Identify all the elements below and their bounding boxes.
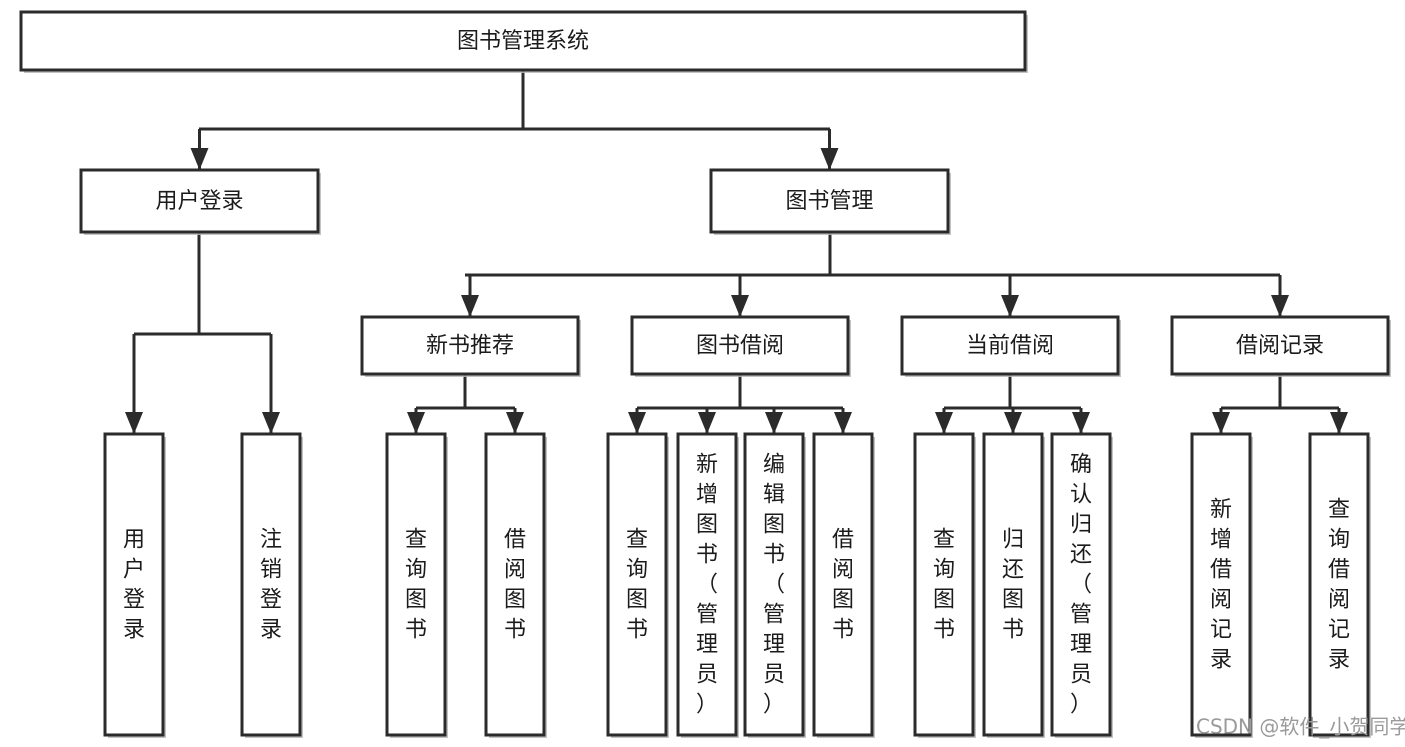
- node-rect: [630, 315, 850, 376]
- connector-layer: [125, 70, 1348, 434]
- arrow-books-bus-0: [461, 295, 479, 317]
- arrow-record-bus-1: [1330, 412, 1348, 434]
- node-submodule-借阅记录-3[interactable]: 借阅记录: [1170, 315, 1391, 377]
- node-label: 借阅记录: [1236, 334, 1324, 359]
- node-rect: [19, 10, 1027, 72]
- node-label: 用户登录: [123, 528, 145, 643]
- node-label: 新增借阅记录: [1210, 498, 1232, 673]
- arrow-current-bus-0: [935, 412, 953, 434]
- arrow-record-bus-0: [1212, 412, 1230, 434]
- node-leaf-查询图书-2[interactable]: 查询图书: [385, 432, 448, 738]
- arrow-books-bus-3: [1271, 295, 1289, 317]
- watermark-layer: CSDN @软件_小贺同学: [1196, 715, 1405, 739]
- node-rect: [1170, 315, 1390, 376]
- node-label: 借阅图书: [832, 528, 854, 643]
- node-label: 查询图书: [933, 528, 955, 643]
- node-layer: 图书管理系统用户登录图书管理新书推荐图书借阅当前借阅借阅记录用户登录注销登录查询…: [19, 10, 1391, 738]
- csdn-watermark: CSDN @软件_小贺同学: [1196, 715, 1405, 739]
- node-rect: [812, 432, 874, 737]
- node-label: 归还图书: [1002, 528, 1024, 643]
- node-leaf-查询图书-4[interactable]: 查询图书: [606, 432, 669, 738]
- node-rect: [1050, 432, 1112, 737]
- node-label: 查询图书: [626, 528, 648, 643]
- node-leaf-归还图书-9[interactable]: 归还图书: [982, 432, 1045, 738]
- node-leaf-借阅图书-7[interactable]: 借阅图书: [812, 432, 875, 738]
- node-submodule-图书借阅-1[interactable]: 图书借阅: [630, 315, 851, 377]
- node-leaf-新增图书-管理员-5[interactable]: 新增图书（管理员）: [676, 432, 739, 738]
- arrow-root-bus-1: [820, 148, 839, 170]
- node-label: 图书借阅: [696, 334, 784, 359]
- node-rect: [1190, 432, 1252, 737]
- node-submodule-当前借阅-2[interactable]: 当前借阅: [900, 315, 1121, 377]
- node-rect: [913, 432, 975, 737]
- node-leaf-借阅图书-3[interactable]: 借阅图书: [484, 432, 547, 738]
- node-label: 查询图书: [405, 528, 427, 643]
- node-rect: [484, 432, 546, 737]
- arrow-login-bus-1: [262, 412, 280, 434]
- node-label: 新增图书（管理员）: [696, 453, 718, 718]
- node-rect: [240, 432, 302, 737]
- node-label: 图书管理: [785, 189, 873, 214]
- node-rect: [743, 432, 805, 737]
- node-leaf-查询借阅记录-12[interactable]: 查询借阅记录: [1308, 432, 1371, 738]
- arrow-borrow-bus-3: [834, 412, 852, 434]
- node-leaf-确认归还-管理员-10[interactable]: 确认归还（管理员）: [1050, 432, 1113, 738]
- node-rect: [385, 432, 447, 737]
- node-rect: [606, 432, 668, 737]
- arrow-borrow-bus-1: [698, 412, 716, 434]
- arrow-root-bus-0: [190, 148, 209, 170]
- node-rect: [709, 168, 950, 234]
- node-label: 确认归还（管理员）: [1070, 453, 1092, 718]
- arrow-books-bus-1: [731, 295, 749, 317]
- node-module-图书管理-1[interactable]: 图书管理: [709, 168, 951, 235]
- node-rect: [982, 432, 1044, 737]
- node-label: 查询借阅记录: [1328, 498, 1350, 673]
- arrow-newbook-bus-1: [506, 412, 524, 434]
- node-module-用户登录-0[interactable]: 用户登录: [79, 168, 321, 235]
- node-label: 图书管理系统: [457, 29, 589, 54]
- node-label: 编辑图书（管理员）: [763, 453, 785, 718]
- node-rect: [79, 168, 320, 234]
- arrow-current-bus-2: [1072, 412, 1090, 434]
- arrow-current-bus-1: [1004, 412, 1022, 434]
- node-label: 借阅图书: [504, 528, 526, 643]
- arrow-login-bus-0: [125, 412, 143, 434]
- node-leaf-编辑图书-管理员-6[interactable]: 编辑图书（管理员）: [743, 432, 806, 738]
- node-label: 新书推荐: [426, 334, 514, 359]
- node-root-图书管理系统-0[interactable]: 图书管理系统: [19, 10, 1028, 73]
- node-rect: [1308, 432, 1370, 737]
- node-rect: [900, 315, 1120, 376]
- arrow-borrow-bus-2: [765, 412, 783, 434]
- arrow-borrow-bus-0: [628, 412, 646, 434]
- node-rect: [676, 432, 738, 737]
- node-label: 当前借阅: [966, 334, 1054, 359]
- node-leaf-用户登录-0[interactable]: 用户登录: [103, 432, 166, 738]
- node-rect: [103, 432, 165, 737]
- arrow-newbook-bus-0: [407, 412, 425, 434]
- node-label: 用户登录: [155, 189, 243, 214]
- node-leaf-查询图书-8[interactable]: 查询图书: [913, 432, 976, 738]
- arrow-books-bus-2: [1001, 295, 1019, 317]
- node-label: 注销登录: [260, 528, 282, 643]
- node-leaf-新增借阅记录-11[interactable]: 新增借阅记录: [1190, 432, 1253, 738]
- node-rect: [360, 315, 580, 376]
- node-submodule-新书推荐-0[interactable]: 新书推荐: [360, 315, 581, 377]
- node-leaf-注销登录-1[interactable]: 注销登录: [240, 432, 303, 738]
